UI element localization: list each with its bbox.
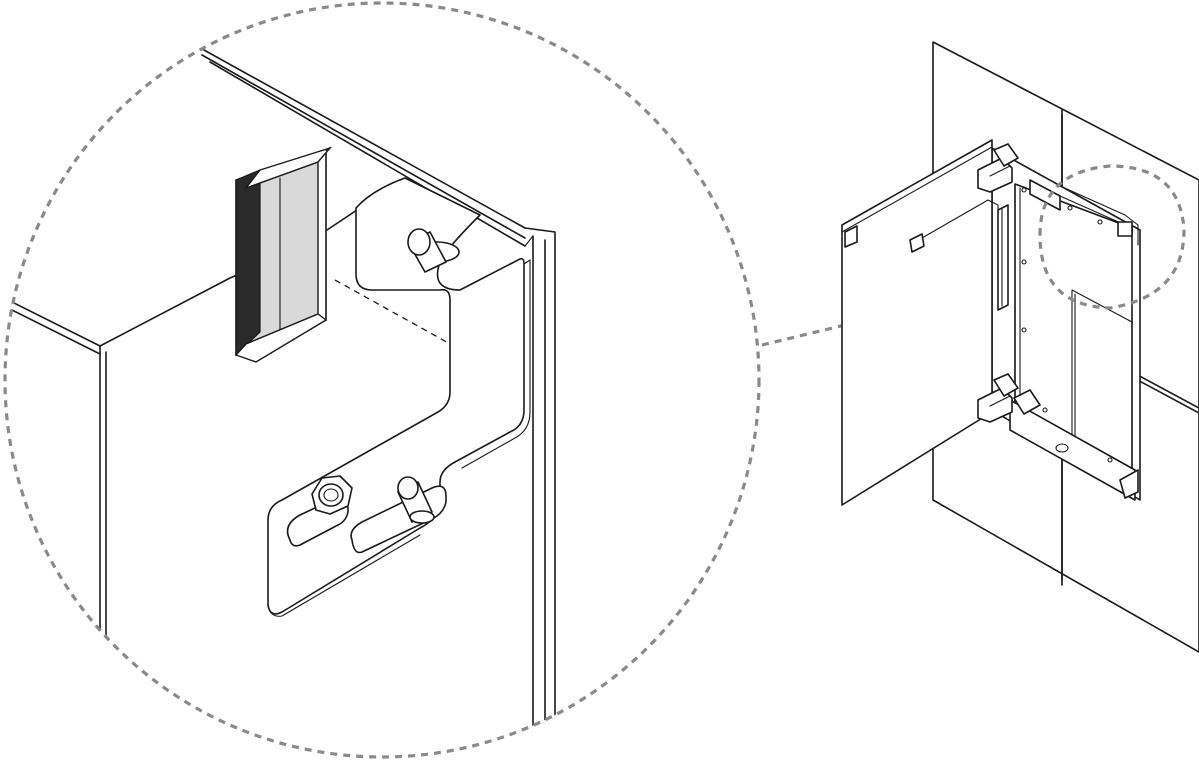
latch-pin-top [407, 228, 460, 273]
latch-pin-bottom [397, 476, 435, 524]
recessed-handle [234, 146, 333, 363]
detail-zoom-view [3, 1, 761, 759]
overview-callout-circle [1038, 164, 1186, 310]
hidden-edge-dashed [334, 279, 471, 356]
open-door-panel [841, 139, 1009, 506]
overview-view [841, 41, 1199, 653]
wall-panel-left [5, 295, 107, 757]
door-top-edge [99, 44, 556, 757]
hinge-top [977, 143, 1019, 193]
hinge-bottom [977, 373, 1019, 423]
cabinet-recess [991, 147, 1141, 501]
overview-callout [1038, 164, 1186, 310]
hex-nut [311, 475, 353, 515]
detail-callout-circle [3, 1, 761, 759]
